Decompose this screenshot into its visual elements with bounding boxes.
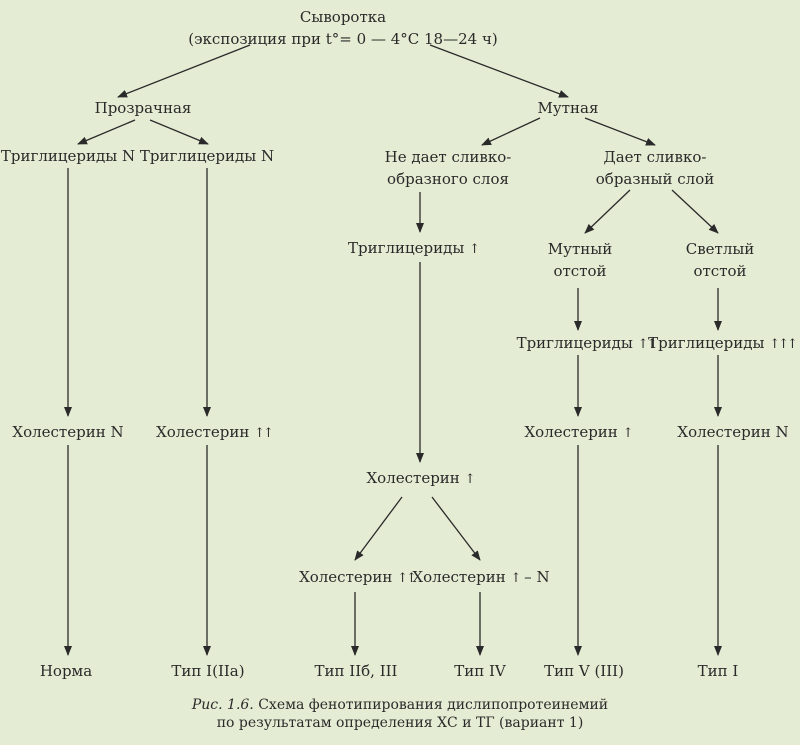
serum-title: Сыворотка — [299, 8, 387, 26]
node-clear-sediment: Светлый отстой — [685, 240, 755, 280]
node-chol-n-1: Холестерин N — [12, 423, 124, 441]
arrow-clear-tg2 — [149, 119, 209, 145]
node-chol-up-center: Холестерин ↑ — [366, 469, 476, 487]
node-chol-n-2: Холестерин N — [677, 423, 789, 441]
node-tg-up: Триглицериды ↑ — [348, 239, 480, 257]
node-clear: Прозрачная — [94, 99, 192, 117]
up-arrows-icon: ↑↑ — [254, 426, 274, 441]
caption-line2: по результатам определения ХС и ТГ (вари… — [216, 715, 584, 731]
arrow-clear-tg1 — [77, 119, 136, 145]
node-chol-up-right: Холестерин ↑ — [524, 423, 634, 441]
arrow-cloudy-cream — [584, 117, 656, 146]
node-cloudy: Мутная — [537, 99, 599, 117]
up-arrow-icon: ↑ — [464, 472, 476, 487]
arrow-cream-cloudysed — [584, 189, 631, 234]
up-arrows-icon: ↑↑↑ — [769, 337, 798, 352]
arrow-chol-right — [431, 496, 481, 561]
node-chol-upup-1: Холестерин ↑↑ — [156, 423, 274, 441]
up-arrow-icon: ↑ — [469, 242, 480, 257]
node-cloudy-sediment: Мутный отстой — [547, 240, 613, 280]
arrow-cream-clearsed — [671, 189, 719, 234]
node-norm: Норма — [39, 662, 93, 680]
node-chol-upup-2: Холестерин ↑↑ — [299, 568, 417, 586]
node-tg-n-1: Триглицериды N — [0, 147, 136, 165]
arrow-cloudy-nocream — [481, 117, 541, 146]
node-type-1-2a: Тип I(IIa) — [171, 662, 245, 680]
node-serum: Сыворотка (экспозиция при t°= 0 — 4°С 18… — [188, 6, 497, 50]
node-chol-up-n: Холестерин ↑ – N — [412, 568, 550, 586]
arrow-root-clear — [117, 44, 251, 98]
up-arrow-icon: ↑ — [622, 426, 634, 441]
up-arrow-icon: ↑ — [510, 571, 521, 586]
node-type-2b-3: Тип IIб, III — [314, 662, 398, 680]
arrow-chol-left — [354, 496, 403, 561]
caption-prefix: Рис. 1.6. — [191, 697, 254, 713]
caption-line1: Схема фенотипирования дислипопротеинемий — [258, 697, 609, 713]
node-type-1: Тип I — [697, 662, 739, 680]
node-tg-upup: Триглицериды ↑↑ — [516, 334, 658, 352]
node-cream-layer: Дает сливко- образный слой — [595, 148, 715, 188]
node-no-cream-layer: Не дает сливко- образного слоя — [384, 148, 512, 188]
up-arrows-icon: ↑↑ — [397, 571, 417, 586]
up-arrows-icon: ↑↑ — [637, 337, 658, 352]
node-tg-upupup: Триглицериды ↑↑↑ — [648, 334, 798, 352]
node-type-5-3: Тип V (III) — [544, 662, 624, 680]
serum-exposition: (экспозиция при t°= 0 — 4°С 18—24 ч) — [188, 30, 498, 48]
figure-caption: Рис. 1.6. Схема фенотипирования дислипоп… — [192, 696, 608, 732]
node-tg-n-2: Триглицериды N — [139, 147, 275, 165]
node-type-4: Тип IV — [454, 662, 506, 680]
arrow-root-cloudy — [429, 44, 569, 98]
